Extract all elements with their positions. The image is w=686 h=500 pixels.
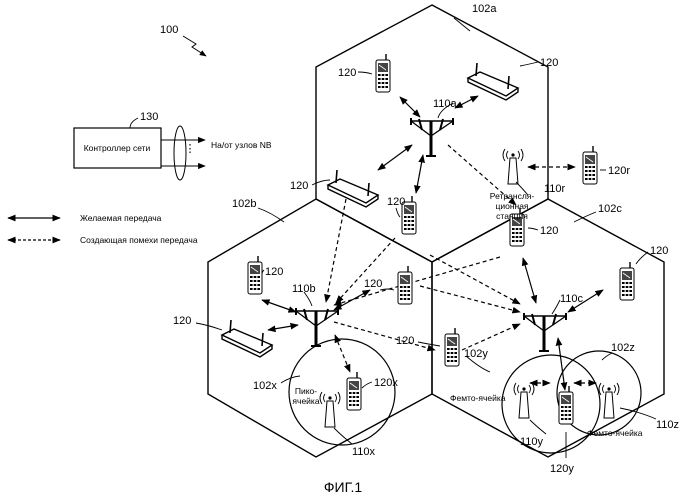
- label-110b: 110b: [292, 283, 316, 295]
- label-102c: 102c: [598, 203, 622, 215]
- label-110x: 110x: [352, 446, 376, 458]
- label-120-a1: 120: [338, 67, 356, 79]
- label-110y: 110y: [520, 436, 544, 448]
- legend-interfering: Создающая помехи передача: [80, 235, 198, 245]
- terminal-a2-laptop: [468, 63, 518, 100]
- label-120-a2: 120: [540, 57, 558, 69]
- femto-station-110y: [514, 383, 534, 418]
- relay-station-110r: [503, 149, 523, 184]
- terminal-y: [559, 386, 573, 424]
- terminal-x: [347, 372, 361, 410]
- terminal-a3-laptop: [328, 170, 378, 207]
- base-station-110c: [524, 313, 566, 351]
- terminal-r: [583, 146, 597, 184]
- legend-desired: Желаемая передача: [80, 213, 162, 223]
- label-120-a3: 120: [290, 180, 308, 192]
- femto-note-z: Фемто-ячейка: [587, 428, 643, 438]
- label-120-c1: 120: [540, 225, 558, 237]
- base-station-110a: [411, 118, 453, 156]
- terminal-b2: [398, 266, 412, 304]
- label-120-b1: 120: [265, 266, 283, 278]
- cell-102b: [208, 199, 432, 457]
- label-102x: 102x: [253, 380, 277, 392]
- legend: Желаемая передача Создающая помехи перед…: [8, 213, 198, 245]
- network-controller: Контроллер сети ⋮ На/от узлов NB 130: [74, 111, 272, 180]
- label-120r: 120r: [608, 165, 630, 177]
- interfering-transmissions: [326, 145, 596, 383]
- controller-ref: 130: [140, 111, 158, 123]
- relay-note-1: Ретрансля-: [490, 191, 535, 201]
- pico-station-110x: [320, 392, 340, 427]
- label-102z: 102z: [611, 342, 635, 354]
- label-110z: 110z: [656, 419, 679, 431]
- terminal-a1: [376, 54, 390, 92]
- cell-102y: [502, 355, 600, 453]
- terminal-b4: [445, 328, 459, 366]
- pico-note-1: Пико-: [295, 386, 317, 396]
- pico-note-2: ячейка: [292, 396, 319, 406]
- label-110r: 110r: [544, 183, 566, 195]
- label-110c: 110c: [560, 293, 584, 305]
- figure-number: 100: [160, 24, 178, 36]
- femto-note-y: Фемто-ячейка: [450, 393, 506, 403]
- figure-caption: ФИГ.1: [324, 479, 362, 495]
- label-110a: 110a: [433, 98, 458, 110]
- label-102b: 102b: [232, 198, 256, 210]
- label-120-c2: 120: [650, 245, 668, 257]
- label-120-b3: 120: [173, 315, 191, 327]
- label-120-b2: 120: [364, 278, 382, 290]
- controller-link-text: На/от узлов NB: [211, 140, 272, 150]
- label-102a: 102a: [472, 3, 497, 15]
- label-120-b4: 120: [396, 335, 414, 347]
- label-120y: 120y: [550, 463, 574, 475]
- terminal-b3-laptop: [222, 320, 272, 357]
- leader-lines: [196, 18, 656, 458]
- label-120-a4: 120: [387, 196, 405, 208]
- terminal-b1: [248, 256, 262, 294]
- femto-station-110z: [599, 383, 619, 418]
- relay-note-2: ционная: [495, 201, 528, 211]
- controller-label: Контроллер сети: [84, 143, 151, 153]
- label-102y: 102y: [464, 348, 488, 360]
- label-120x: 120x: [374, 377, 398, 389]
- relay-note-3: станция: [496, 211, 528, 221]
- terminal-c2: [620, 262, 634, 300]
